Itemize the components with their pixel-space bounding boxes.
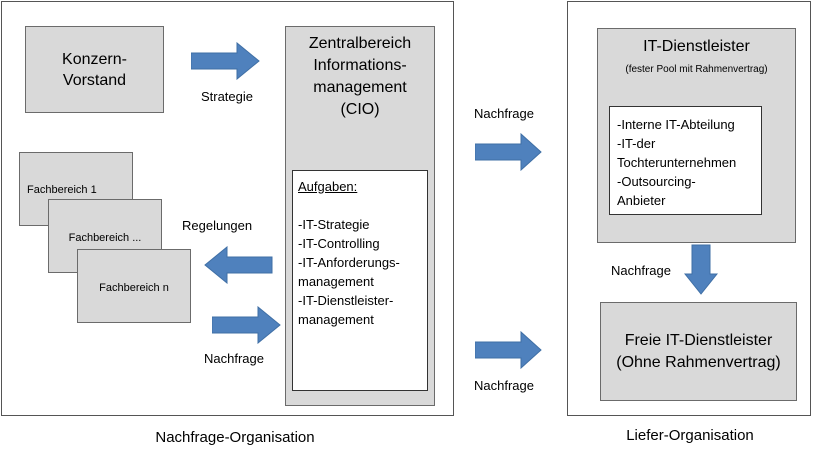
task-item: management (298, 312, 374, 327)
middle-demand-top-label: Nachfrage (474, 106, 534, 121)
tasks-heading: Aufgaben: (298, 179, 358, 194)
it-provider-subtitle: (fester Pool mit Rahmenvertrag) (625, 64, 768, 75)
task-item: -IT-Anforderungs- (298, 255, 400, 270)
provider-item: -Outsourcing- (617, 174, 696, 189)
task-item: -IT-Controlling (298, 236, 380, 251)
strategy-label: Strategie (200, 89, 254, 104)
task-item: management (298, 274, 374, 289)
middle-demand-bottom-label: Nachfrage (474, 378, 534, 393)
provider-item: Tochterunternehmen (617, 155, 737, 170)
task-item: -IT-Dienstleister- (298, 293, 394, 308)
cio-title: Zentralbereich Informations- management … (308, 35, 412, 118)
it-provider-list: -Interne IT-Abteilung -IT-der Tochterunt… (617, 115, 736, 210)
supply-demand-arrow-icon (684, 244, 718, 295)
strategy-arrow-icon (191, 42, 260, 80)
task-item: -IT-Strategie (298, 217, 370, 232)
department-box-n: Fachbereich n (77, 249, 191, 323)
provider-item: -Interne IT-Abteilung (617, 117, 735, 132)
middle-demand-top-arrow-icon (475, 133, 542, 171)
it-provider-title: IT-Dienstleister (643, 38, 750, 55)
supply-organisation-caption: Liefer-Organisation (626, 427, 754, 444)
department-label: Fachbereich n (99, 282, 169, 294)
demand-organisation-caption: Nachfrage-Organisation (155, 429, 315, 446)
department-label: Fachbereich 1 (27, 184, 97, 196)
free-provider-label: Freie IT-Dienstleister (Ohne Rahmenvertr… (616, 331, 781, 371)
it-provider-list-box: -Interne IT-Abteilung -IT-der Tochterunt… (609, 106, 762, 215)
supply-demand-label: Nachfrage (611, 263, 671, 278)
rules-arrow-icon (204, 246, 273, 284)
middle-demand-bottom-arrow-icon (475, 331, 542, 369)
department-label: Fachbereich ... (68, 232, 142, 244)
free-provider-box: Freie IT-Dienstleister (Ohne Rahmenvertr… (600, 302, 797, 401)
rules-label: Regelungen (182, 218, 253, 233)
demand-label: Nachfrage (204, 351, 264, 366)
board-label: Konzern- Vorstand (62, 50, 127, 89)
cio-tasks-box: Aufgaben: -IT-Strategie -IT-Controlling … (292, 170, 428, 391)
board-box: Konzern- Vorstand (25, 26, 164, 113)
demand-arrow-icon (212, 306, 281, 344)
provider-item: Anbieter (617, 193, 666, 208)
provider-item: -IT-der (617, 136, 656, 151)
tasks-list: -IT-Strategie -IT-Controlling -IT-Anford… (298, 215, 400, 329)
